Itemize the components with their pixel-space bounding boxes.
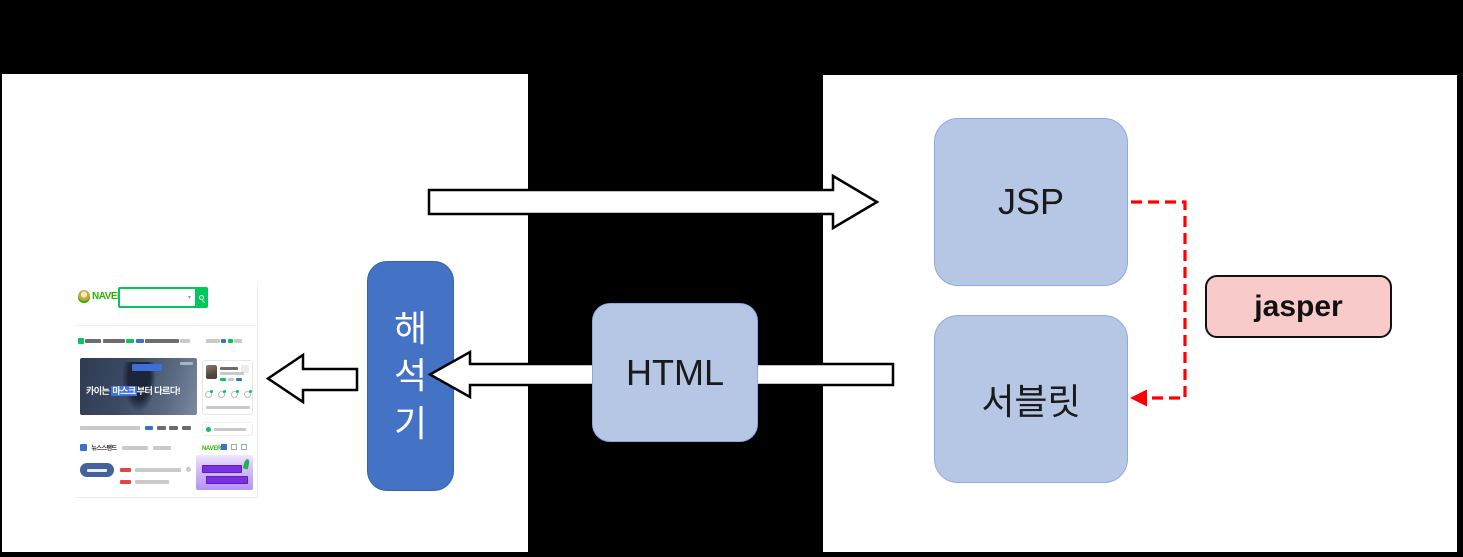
list-view-icon[interactable] [231,444,237,450]
avatar [206,365,217,379]
interpreter-box: 해 석 기 [367,261,454,491]
html-label: HTML [626,351,724,393]
finance-mini-card[interactable] [202,422,253,436]
newsstand-icon [80,444,87,451]
coin-icon [206,427,211,432]
interpreter-label-char: 기 [393,402,428,444]
html-box: HTML [592,303,758,442]
shortcut-icon[interactable] [218,390,226,398]
naver-search-button[interactable] [195,288,207,307]
purple-ad-text-line [202,465,242,473]
shortcut-icon[interactable] [231,390,239,398]
newsstand-bar: 뉴스스탠드 [80,443,220,455]
jsp-box: JSP [934,118,1128,286]
magnifier-icon [198,295,204,300]
notice-row[interactable] [80,425,197,435]
sprout-icon [242,458,251,470]
purple-ad-text-line [206,476,248,484]
view-toggle-icons[interactable] [221,444,247,450]
servlet-label: 서블릿 [981,381,1081,422]
dropdown-caret-icon[interactable]: ▾ [187,295,191,301]
headline-row[interactable] [120,479,200,484]
profile-shortcut-icons[interactable] [205,390,252,398]
expand-view-icon[interactable] [241,444,247,450]
press-pill-button[interactable] [80,463,114,477]
jasper-label: jasper [1254,289,1343,323]
purple-ad-banner[interactable] [196,455,253,490]
shortcut-icon[interactable] [244,390,252,398]
interpreter-label-char: 해 [393,307,428,349]
ad-brand-mark [180,362,193,365]
naver-nav-row[interactable] [78,338,254,346]
naver-footer-logo: NAVER [202,446,222,452]
jasper-box: jasper [1205,275,1392,338]
divider [75,325,257,326]
shortcut-icon[interactable] [205,390,213,398]
ad-badge [132,364,162,371]
interpreter-label-char: 석 [393,355,428,397]
ad-banner[interactable]: 카이는 마스크부터 다르다! [80,358,197,415]
naver-screenshot: NAVER ▾ 카이는 마스크부터 다르다! [75,283,257,497]
headline-row[interactable] [120,467,220,473]
grid-view-icon[interactable] [221,444,227,450]
naver-hat-icon [78,290,90,303]
jsp-label: JSP [997,181,1065,222]
naver-logo: NAVER [92,291,124,302]
ad-banner-text: 카이는 마스크부터 다르다! [86,386,181,396]
servlet-box: 서블릿 [934,315,1128,483]
gear-icon[interactable] [241,365,249,373]
profile-card [202,360,253,415]
newsstand-title: 뉴스스탠드 [91,446,117,452]
naver-search-input[interactable]: ▾ [118,287,208,308]
